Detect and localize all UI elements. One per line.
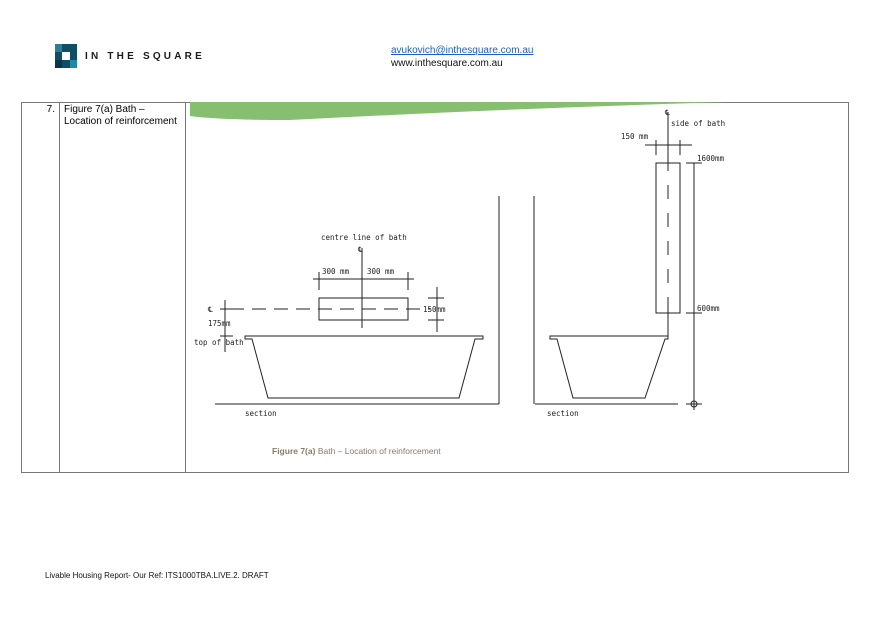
- dim-150mm: 150mm: [423, 305, 446, 314]
- page-footer: Livable Housing Report- Our Ref: ITS1000…: [45, 571, 269, 580]
- report-table: 7. Figure 7(a) Bath – Location of reinfo…: [21, 102, 849, 473]
- website-text: www.inthesquare.com.au: [391, 58, 503, 69]
- brand-name: IN THE SQUARE: [85, 51, 205, 62]
- right-section: [533, 112, 702, 410]
- email-link[interactable]: avukovich@inthesquare.com.au: [391, 45, 534, 56]
- section-label-right: section: [547, 409, 579, 418]
- left-section: [215, 196, 500, 405]
- centreline-symbol-right: ℄: [664, 108, 671, 117]
- centreline-symbol-left: ℄: [207, 305, 214, 314]
- dim-300-right: 300 mm: [367, 267, 395, 276]
- centreline-symbol: ℄: [357, 245, 364, 254]
- row-description: Figure 7(a) Bath – Location of reinforce…: [59, 102, 186, 473]
- dim-175mm: 175mm: [208, 319, 231, 328]
- centre-line-label: centre line of bath: [321, 233, 407, 242]
- dim-1600mm: 1600mm: [697, 154, 725, 163]
- dim-300-left: 300 mm: [322, 267, 350, 276]
- top-of-bath-label: top of bath: [194, 338, 244, 347]
- green-swoosh: [190, 102, 730, 120]
- side-of-bath-label: side of bath: [671, 119, 725, 128]
- section-label-left: section: [245, 409, 277, 418]
- figure-caption: Figure 7(a) Bath – Location of reinforce…: [272, 446, 441, 456]
- dim-150-mm: 150 mm: [621, 132, 649, 141]
- dim-600mm: 600mm: [697, 304, 720, 313]
- caption-rest: Bath – Location of reinforcement: [315, 446, 441, 456]
- caption-bold: Figure 7(a): [272, 446, 316, 456]
- logo-icon: [55, 44, 77, 68]
